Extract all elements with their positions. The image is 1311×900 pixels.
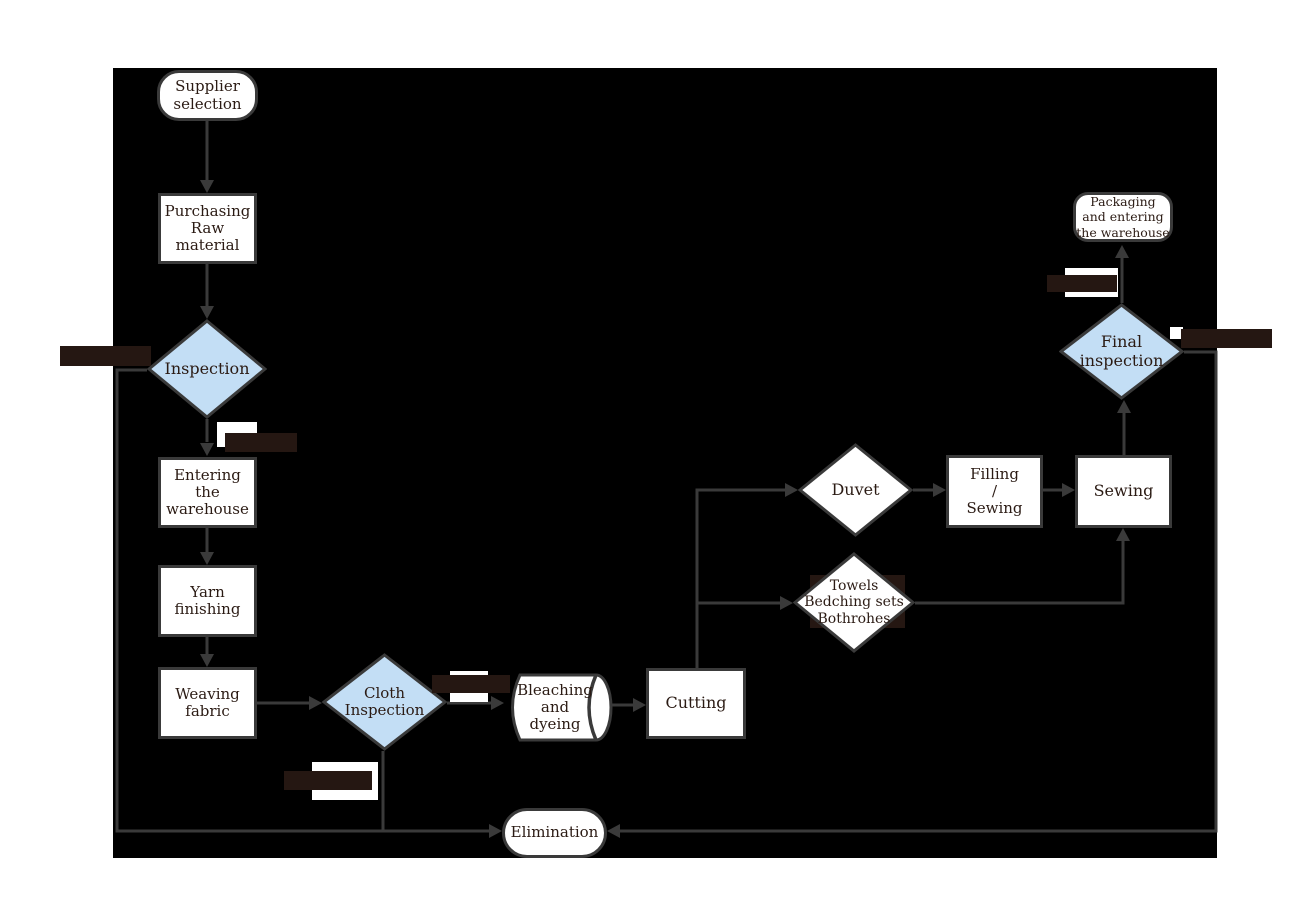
- diagram-canvas: [113, 68, 1217, 858]
- node-cutting: Cutting: [646, 668, 746, 739]
- towels-diamond-shape: [793, 552, 915, 653]
- node-packaging-warehouse: Packaging and entering the warehouse: [1073, 192, 1173, 242]
- node-bleaching-and-dyeing: Bleaching and dyeing: [500, 670, 622, 745]
- node-inspection-decision: Inspection: [147, 319, 267, 419]
- node-duvet-decision: Duvet: [798, 443, 913, 537]
- node-weaving-fabric: Weaving fabric: [158, 667, 257, 739]
- inspection-diamond-shape: [147, 319, 267, 419]
- node-cloth-inspection-decision: Cloth Inspection: [322, 653, 447, 751]
- condition-label-redacted-1: [60, 346, 151, 366]
- cloth-inspection-diamond-shape: [322, 653, 447, 751]
- condition-label-redacted-5: [1047, 275, 1117, 292]
- cloth-inspection-label: Cloth Inspection: [344, 683, 425, 719]
- node-final-inspection-decision: Final inspection: [1059, 303, 1184, 400]
- condition-label-redacted-3: [432, 675, 510, 693]
- final-inspection-label: Final inspection: [1079, 332, 1164, 370]
- towels-label: Towels Bedching sets Bothrohes: [804, 578, 904, 627]
- duvet-diamond-shape: [798, 443, 913, 537]
- node-sewing: Sewing: [1075, 455, 1172, 528]
- bleaching-cylinder-shape: [511, 673, 613, 742]
- node-entering-the-warehouse: Entering the warehouse: [158, 457, 257, 528]
- inspection-label: Inspection: [164, 358, 250, 378]
- condition-label-redacted-4: [284, 771, 372, 790]
- final-inspection-diamond-shape: [1059, 303, 1184, 400]
- node-filling-sewing: Filling / Sewing: [946, 455, 1043, 528]
- condition-label-highlight-6: [1170, 327, 1183, 339]
- condition-label-redacted-2: [225, 433, 297, 452]
- node-purchasing-raw-material: Purchasing Raw material: [158, 193, 257, 264]
- duvet-label: Duvet: [831, 479, 880, 499]
- bleaching-label: Bleaching and dyeing: [517, 680, 593, 734]
- node-towels-bedding-decision: Towels Bedching sets Bothrohes: [793, 552, 915, 653]
- node-elimination: Elimination: [502, 808, 607, 858]
- condition-label-redacted-6: [1181, 329, 1272, 348]
- node-yarn-finishing: Yarn finishing: [158, 565, 257, 637]
- node-supplier-selection: Supplier selection: [157, 70, 258, 121]
